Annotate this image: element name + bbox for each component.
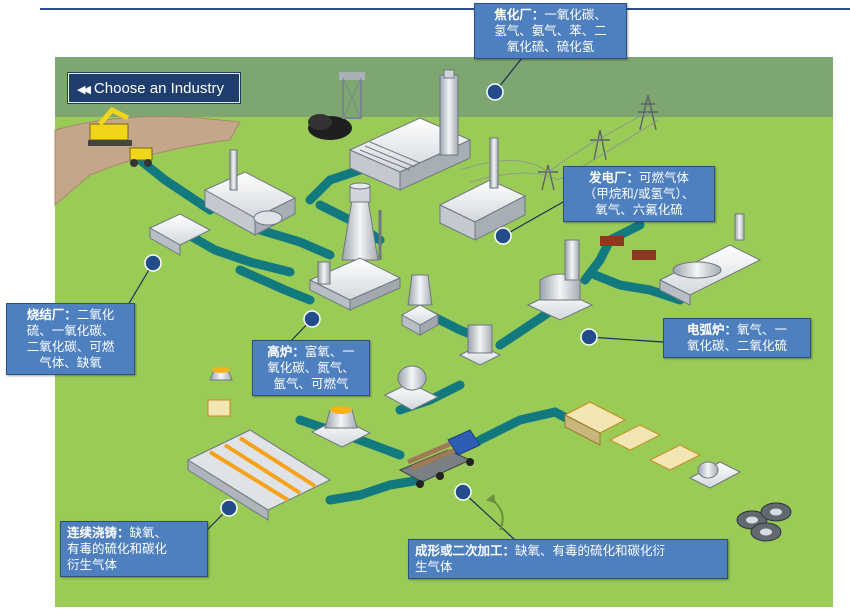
callout-line: 硫、一氧化碳、 [26, 323, 115, 338]
steel-coils [736, 502, 792, 542]
callout-line: 一氧化碳、 [544, 7, 607, 22]
callout-line: 氧化碳、氮气、 [267, 360, 355, 375]
double-chevron-left-icon: ◀◀ [77, 84, 91, 96]
process-return-arrow [491, 499, 504, 531]
coke-plant [348, 69, 472, 191]
callout-forming-processing[interactable]: 成形或二次加工：缺氧、有毒的硫化和碳化衍 生气体 [408, 539, 728, 579]
callout-line: 缺氧、有毒的硫化和碳化衍 [515, 543, 666, 558]
callout-power-plant[interactable]: 发电厂：可燃气体 （甲烷和/或氢气）、 氧气、六氟化硫 [563, 166, 715, 222]
rolling-mill [658, 213, 762, 306]
callout-title: 焦化厂： [494, 7, 545, 22]
callout-line: 二氧化 [76, 307, 115, 322]
callout-title: 烧结厂： [26, 307, 77, 322]
location-markers [144, 83, 598, 517]
sinter-plant [148, 149, 297, 256]
callout-line: 富氧、一 [304, 344, 355, 359]
coal-tower [339, 72, 365, 119]
marker-blast[interactable] [303, 310, 321, 328]
callout-blast-furnace[interactable]: 高炉：富氧、一 氧化碳、氮气、 氩气、可燃气 [252, 340, 370, 396]
transport-truck [398, 429, 481, 488]
ladle-station [310, 406, 372, 448]
callout-title: 高炉： [267, 344, 305, 359]
marker-coke[interactable] [486, 83, 504, 101]
marker-power[interactable] [494, 227, 512, 245]
callout-title: 连续浇铸： [67, 525, 130, 540]
choose-industry-label: Choose an Industry [93, 80, 224, 97]
callout-line: 衍生气体 [67, 557, 118, 572]
blast-furnace [308, 182, 402, 311]
marker-eaf[interactable] [580, 328, 598, 346]
header-rule [40, 8, 850, 10]
callout-line: 氧气、六氟化硫 [595, 202, 683, 217]
callout-line: 缺氧、 [129, 525, 168, 540]
callout-line: 氩气、可燃气 [273, 376, 349, 391]
power-plant [438, 137, 527, 241]
choose-industry-button[interactable]: ◀◀Choose an Industry [68, 73, 240, 103]
marker-sinter[interactable] [144, 254, 162, 272]
callout-electric-arc-furnace[interactable]: 电弧炉：氧气、一 氧化碳、二氧化硫 [663, 318, 811, 358]
callout-title: 发电厂： [588, 170, 639, 185]
electric-arc-furnace [526, 236, 656, 321]
callout-line: 氧气、一 [737, 322, 788, 337]
coal-pile [308, 114, 352, 140]
mining-excavator [88, 106, 153, 167]
callout-title: 成形或二次加工： [415, 543, 516, 558]
callout-line: 氢气、氨气、苯、二 [494, 23, 607, 38]
callout-continuous-casting[interactable]: 连续浇铸：缺氧、 有毒的硫化和碳化 衍生气体 [60, 521, 208, 577]
callout-line: 可燃气体 [639, 170, 690, 185]
callout-line: 二氧化碳、可燃 [26, 339, 115, 354]
continuous-caster [186, 367, 332, 521]
callout-line: （甲烷和/或氢气）、 [583, 186, 695, 201]
marker-forming[interactable] [454, 483, 472, 501]
callout-coke-plant[interactable]: 焦化厂：一氧化碳、 氢气、氨气、苯、二 氧化硫、硫化氢 [474, 3, 627, 59]
callout-line: 气体、缺氧 [39, 355, 102, 370]
callout-title: 电弧炉： [686, 322, 737, 337]
callout-line: 氧化硫、硫化氢 [506, 39, 595, 54]
callout-line: 氧化碳、二氧化硫 [686, 338, 787, 353]
converter-building [383, 274, 502, 411]
marker-caster[interactable] [220, 499, 238, 517]
callout-line: 生气体 [415, 559, 453, 574]
callout-line: 有毒的硫化和碳化 [67, 541, 168, 556]
forming-line [563, 401, 742, 489]
callout-sinter-plant[interactable]: 烧结厂：二氧化 硫、一氧化碳、 二氧化碳、可燃 气体、缺氧 [6, 303, 135, 375]
